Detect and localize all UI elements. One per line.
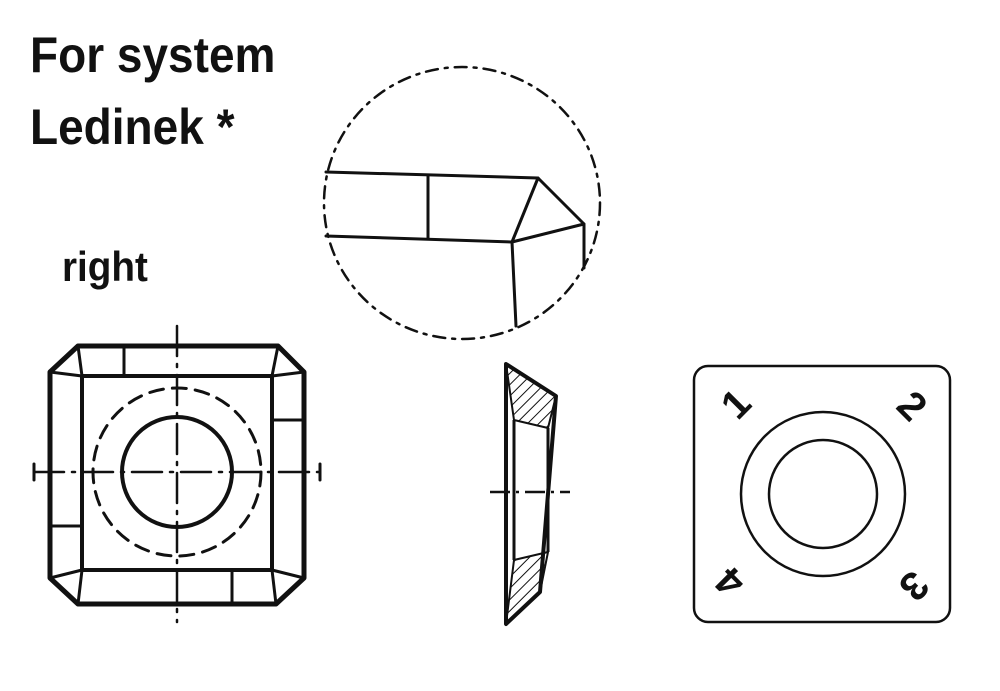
corner-number-1: 1: [713, 381, 760, 428]
corner-number-4: 4: [706, 558, 753, 605]
corner-number-3: 3: [890, 562, 937, 609]
square-insert-top-view-icon: [32, 324, 322, 624]
cutting-edge-detail-circle-icon: [322, 65, 602, 341]
title-line-2: Ledinek *: [30, 99, 235, 155]
orientation-label: right: [62, 243, 148, 290]
title-line-1: For system: [30, 27, 276, 83]
corner-number-2: 2: [888, 383, 935, 430]
numbered-corners-insert-icon: [692, 364, 952, 624]
insert-cross-section-icon: [490, 362, 570, 626]
